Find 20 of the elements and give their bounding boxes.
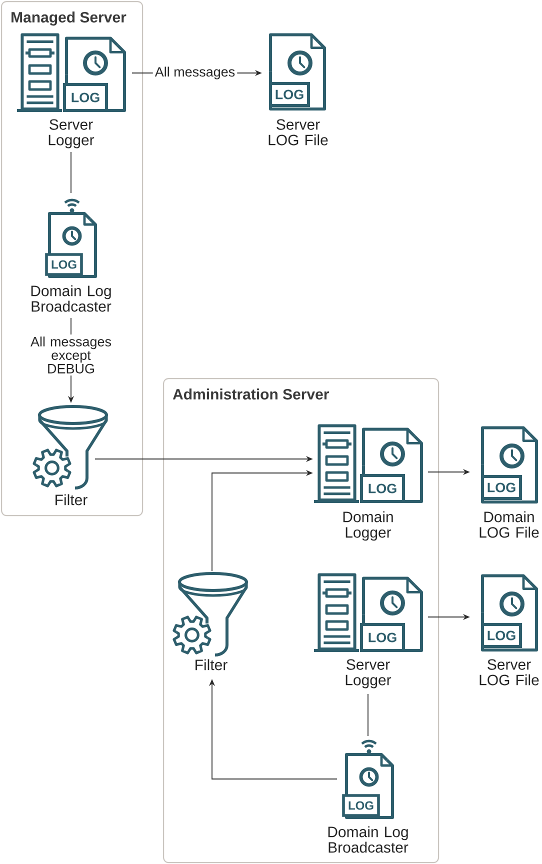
icon-label: Domain LOG File [480,511,539,538]
icon-label: Domain Log Broadcaster [328,826,408,853]
log-tag: LOG [269,82,310,107]
log-tag: LOG [481,623,522,648]
icon-label: Server LOG File [268,119,328,146]
connector-line [70,152,72,194]
icon-label: Server Logger [346,659,392,688]
icon-label: Filter [56,494,88,506]
log-tag: LOG [360,474,405,503]
log-tag: LOG [360,623,405,652]
icon-label: Server LOG File [480,659,539,686]
log-tag: LOG [481,475,522,500]
log-tag: LOG [45,253,83,276]
icon-label: Server Logger [48,119,94,148]
log-tag: LOG [63,83,108,112]
icon-label: Domain Log Broadcaster [31,285,112,312]
edge-label: All messages except DEBUG [26,334,116,376]
icon-label: Filter [196,659,228,670]
log-tag: LOG [342,794,380,817]
icon-label: Domain Logger [343,511,393,541]
